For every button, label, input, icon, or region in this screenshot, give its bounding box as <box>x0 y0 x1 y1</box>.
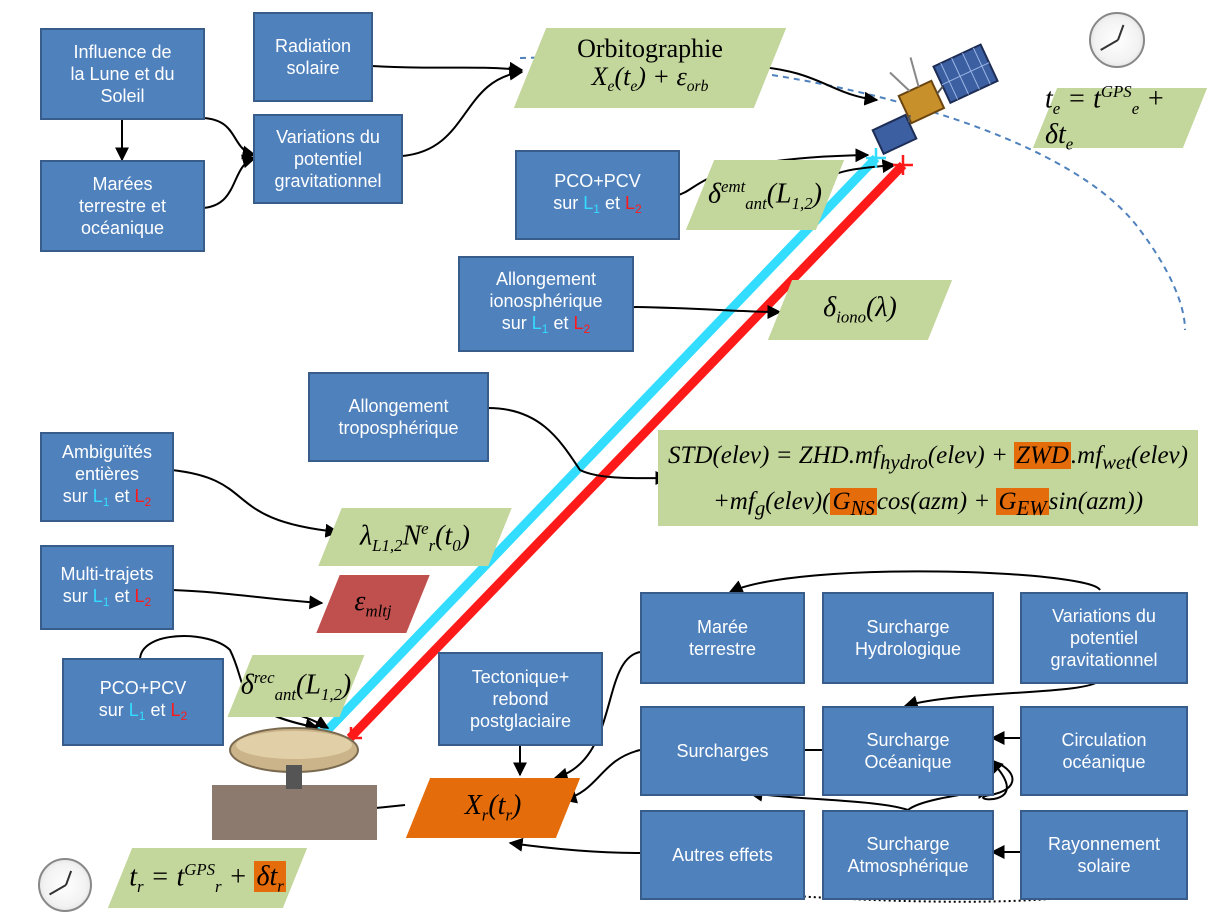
box-surcharge-hydro: Surcharge Hydrologique <box>822 592 994 684</box>
box-pco-sat: PCO+PCV sur L1 et L2 <box>515 150 680 240</box>
box-lune-soleil: Influence de la Lune et du Soleil <box>40 28 205 120</box>
l2-signal-beam <box>346 161 907 742</box>
box-surcharge-ocean: Surcharge Océanique <box>822 706 994 796</box>
gnss-antenna-icon <box>212 727 377 840</box>
formula-orbitographie: Orbitographie Xe(te) + εorb <box>530 28 770 108</box>
formula-delta-rec: δrecant(L1,2) <box>240 655 352 717</box>
box-maree-terrestre: Marée terrestre <box>640 592 805 684</box>
box-tectonique: Tectonique+ rebond postglaciaire <box>438 652 603 746</box>
box-variations-bottom: Variations du potentiel gravitationnel <box>1020 592 1188 684</box>
box-rayonnement: Rayonnement solaire <box>1020 810 1188 900</box>
box-circulation: Circulation océanique <box>1020 706 1188 796</box>
formula-xr: Xr(tr) <box>418 778 568 838</box>
formula-iono: δiono(λ) <box>780 280 940 340</box>
box-autres: Autres effets <box>640 810 805 900</box>
box-variations-top: Variations du potentiel gravitationnel <box>253 114 403 204</box>
box-multitrajets: Multi-trajets sur L1 et L2 <box>40 545 174 630</box>
box-surcharges: Surcharges <box>640 706 805 796</box>
box-marees: Marées terrestre et océanique <box>40 160 205 252</box>
formula-std: STD(elev) = ZHD.mfhydro(elev) + ZWD.mfwe… <box>658 430 1198 526</box>
l1-signal-beam <box>316 154 880 742</box>
l2-cross-sat <box>893 155 913 175</box>
box-ambiguites: Ambiguïtés entières sur L1 et L2 <box>40 432 174 522</box>
clock-icon <box>38 858 92 912</box>
formula-multipath: εmltj <box>328 575 418 633</box>
box-radiation: Radiation solaire <box>253 12 373 102</box>
box-surcharge-atmo: Surcharge Atmosphérique <box>822 810 994 900</box>
box-iono: Allongement ionosphérique sur L1 et L2 <box>458 256 634 352</box>
formula-te: te = tGPSe + δte <box>1045 82 1195 154</box>
box-pco-rec: PCO+PCV sur L1 et L2 <box>62 658 224 746</box>
l1-cross-sat <box>866 148 886 168</box>
formula-delta-emt: δemtant(L1,2) <box>700 160 830 230</box>
box-tropo: Allongement troposphérique <box>308 372 489 462</box>
formula-tr: tr = tGPSr + δtr <box>120 848 295 908</box>
satellite-icon <box>871 43 999 156</box>
clock-icon <box>1089 12 1145 68</box>
formula-ambiguity: λL1,2Ner(t0) <box>330 508 500 566</box>
